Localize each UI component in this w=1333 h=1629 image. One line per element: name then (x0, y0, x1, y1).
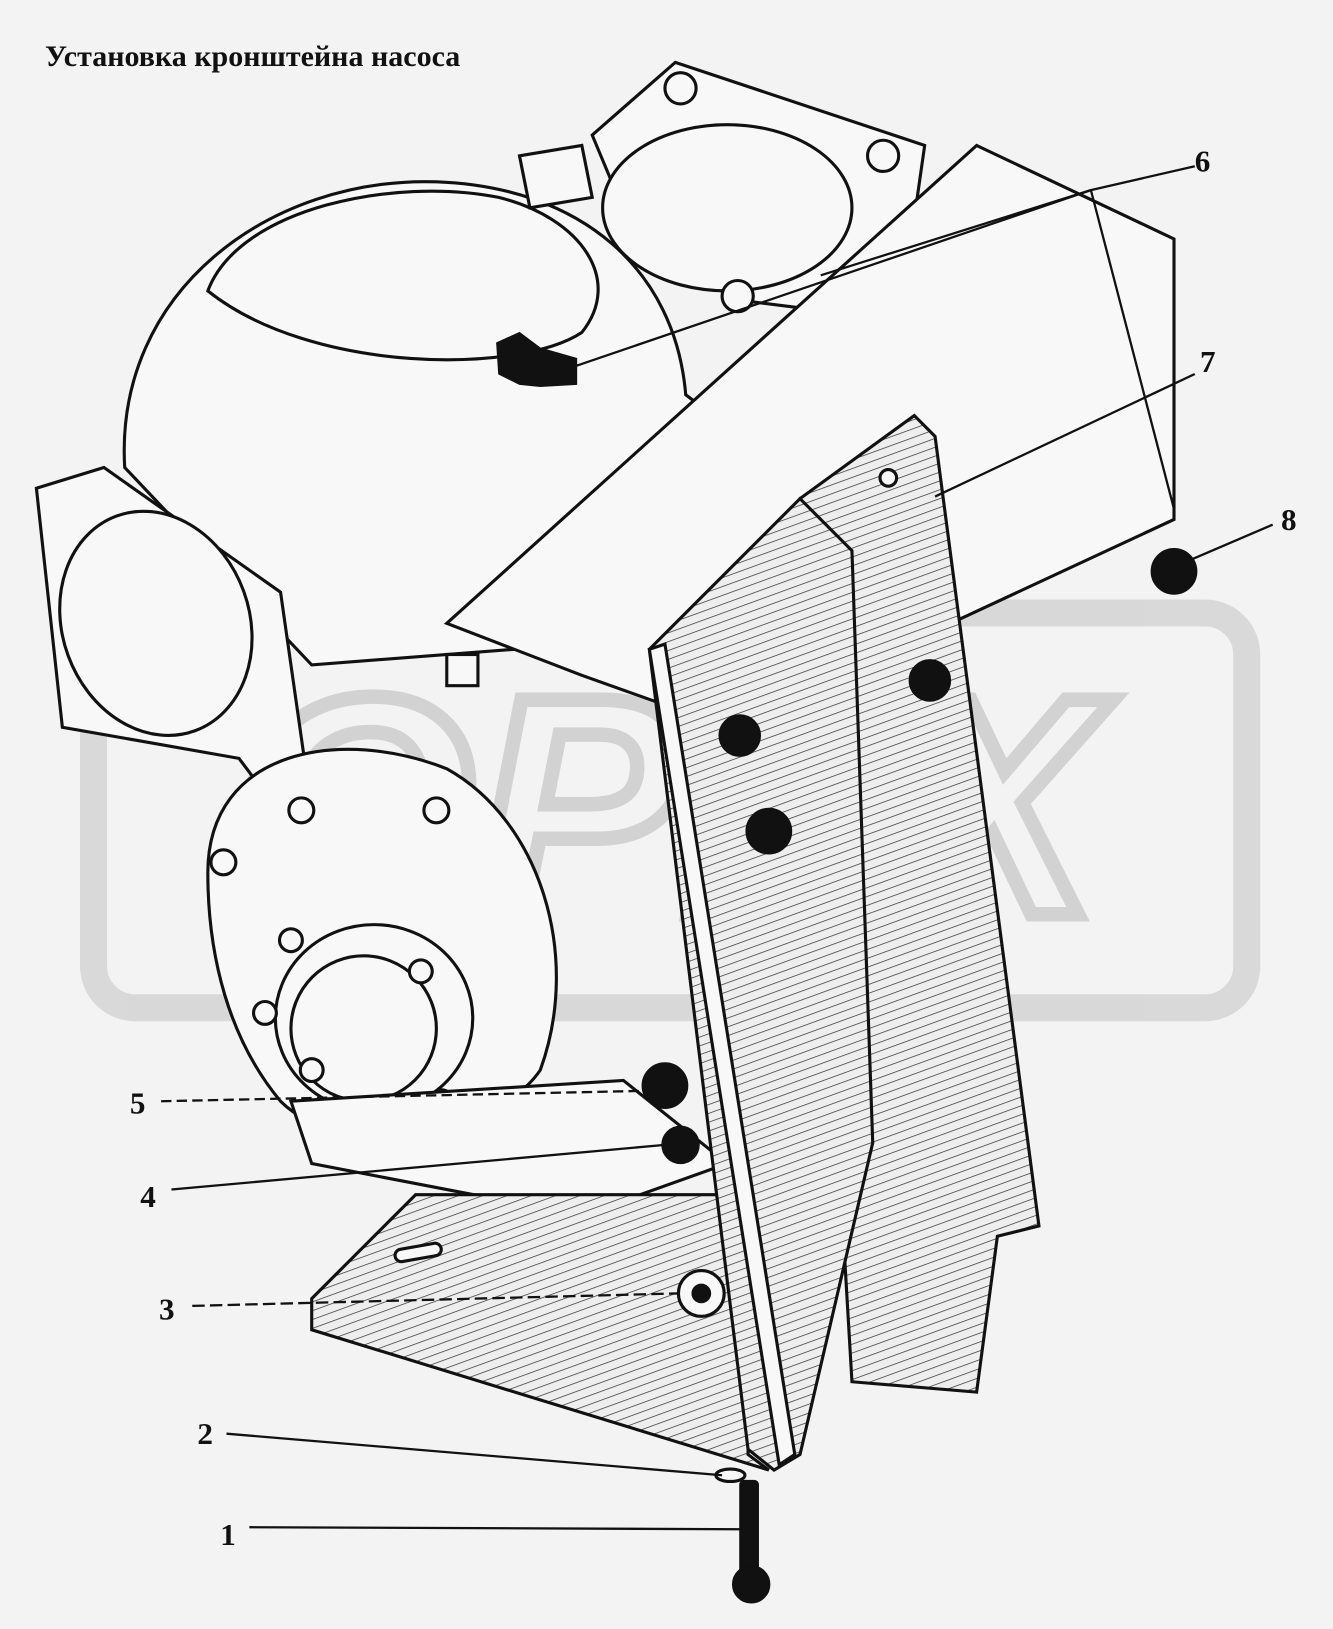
callout-label-8: 8 (1281, 502, 1297, 537)
callout-label-6: 6 (1195, 143, 1211, 178)
callout-label-3: 3 (159, 1291, 175, 1326)
callout-2: 2 (197, 1416, 723, 1477)
bracket (310, 413, 1041, 1472)
pump-body (34, 60, 1176, 1218)
callout-4: 4 (140, 1143, 666, 1214)
callout-label-5: 5 (130, 1086, 146, 1121)
washer-4-icon (661, 1125, 700, 1165)
page-title: Установка кронштейна насоса (45, 40, 461, 73)
callout-5: 5 (130, 1086, 645, 1121)
bolt-6-icon (496, 331, 578, 387)
callout-3: 3 (159, 1291, 678, 1326)
nut-8-icon (1150, 548, 1198, 595)
callout-label-2: 2 (197, 1416, 213, 1451)
callout-label-4: 4 (140, 1179, 156, 1214)
callout-label-7: 7 (1200, 344, 1216, 379)
callout-7: 7 (934, 344, 1216, 498)
callout-label-1: 1 (220, 1517, 236, 1552)
callout-8: 8 (1192, 502, 1297, 560)
nut-5-icon (641, 1062, 689, 1110)
callout-6: 6 (576, 143, 1211, 510)
bolt-1-icon (739, 1479, 759, 1575)
callout-1: 1 (220, 1517, 740, 1552)
